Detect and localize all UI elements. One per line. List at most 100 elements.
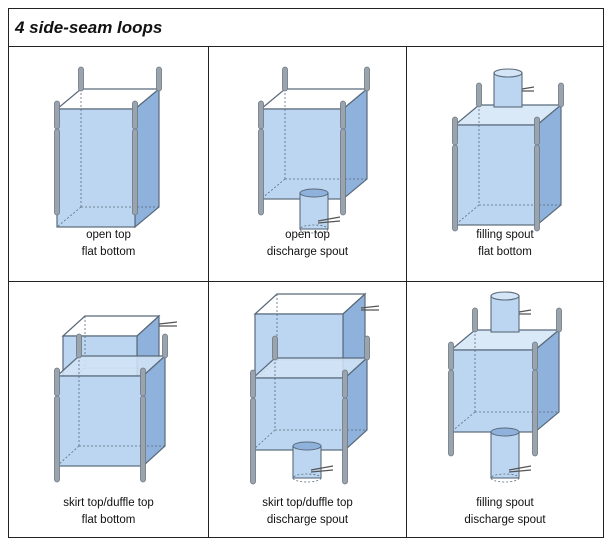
cell-open-top-discharge-spout: open top discharge spout (208, 46, 407, 282)
title-row: 4 side-seam loops (8, 8, 604, 47)
discharge-spout-rim (299, 188, 329, 198)
filling-spout (490, 295, 520, 333)
cell-open-top-flat-bottom: open top flat bottom (8, 46, 209, 282)
lifting-loop-icon (364, 66, 370, 92)
spout-tie-icon (508, 465, 532, 473)
filling-spout-rim (493, 68, 523, 78)
bag-front-face (260, 108, 344, 200)
spout-tie-icon (310, 465, 334, 473)
spout-tie-icon (521, 86, 535, 92)
lifting-loop-icon (340, 100, 346, 130)
bag-side-face (342, 87, 368, 201)
discharge-spout-bottom (292, 473, 322, 483)
bag-skirt-top-flat-bottom-illustration (54, 314, 178, 483)
bag-side-face (536, 103, 562, 227)
lifting-loop-icon (534, 116, 540, 146)
bag-skirt-top-discharge-spout-illustration (250, 292, 380, 485)
lifting-loop-icon (452, 144, 458, 232)
lifting-loop-icon (340, 128, 346, 216)
bag-side-face (142, 354, 166, 468)
lifting-loop-icon (342, 369, 348, 399)
bag-open-top-discharge-spout-illustration (258, 66, 370, 234)
lifting-loop-icon (448, 369, 454, 457)
caption-line-1: skirt top/duffle top (262, 497, 353, 509)
caption: filling spout flat bottom (407, 227, 603, 261)
hidden-edge (56, 206, 82, 228)
caption-line-2: discharge spout (266, 514, 349, 526)
lifting-loop-icon (452, 116, 458, 146)
lifting-loop-icon (76, 333, 82, 359)
lifting-loop-icon (54, 128, 60, 216)
cell-skirt-top-flat-bottom: skirt top/duffle top flat bottom (8, 281, 209, 538)
caption-line-1: open top (86, 229, 131, 241)
spout-tie-icon (317, 216, 341, 224)
lifting-loop-icon (162, 333, 168, 359)
lifting-loop-icon (532, 369, 538, 457)
discharge-spout (292, 445, 322, 479)
lifting-loop-icon (78, 66, 84, 92)
caption-line-1: filling spout (476, 229, 534, 241)
caption-line-1: skirt top/duffle top (63, 497, 154, 509)
caption-line-2: discharge spout (464, 514, 546, 526)
discharge-spout-bottom (490, 473, 520, 483)
caption-line-1: open top (285, 229, 330, 241)
caption: skirt top/duffle top flat bottom (9, 495, 208, 529)
lifting-loop-icon (250, 369, 256, 399)
spout-tie-icon (518, 309, 532, 315)
discharge-spout (299, 192, 329, 230)
lifting-loop-icon (282, 66, 288, 92)
hidden-edge (56, 445, 80, 467)
lifting-loop-icon (250, 397, 256, 485)
skirt-tie-icon (360, 305, 380, 311)
caption-line-2: flat bottom (81, 514, 136, 526)
hidden-edge (450, 411, 476, 433)
lifting-loop-icon (532, 341, 538, 371)
lifting-loop-icon (132, 128, 138, 216)
lifting-loop-icon (556, 307, 562, 333)
lifting-loop-icon (534, 144, 540, 232)
lifting-loop-icon (558, 82, 564, 108)
lifting-loop-icon (132, 100, 138, 130)
caption-line-1: filling spout (476, 497, 534, 509)
lifting-loop-icon (156, 66, 162, 92)
bag-filling-spout-flat-bottom-illustration (452, 68, 564, 232)
discharge-spout-bottom (299, 224, 329, 234)
filling-spout (493, 72, 523, 108)
lifting-loop-icon (272, 335, 278, 361)
cell-filling-spout-discharge-spout: filling spout discharge spout (406, 281, 604, 538)
bag-front-face (450, 349, 536, 433)
lifting-loop-icon (364, 335, 370, 361)
lifting-loop-icon (258, 128, 264, 216)
bag-open-top-flat-bottom-illustration (54, 66, 162, 229)
lifting-loop-icon (54, 367, 60, 397)
bag-front-face (252, 377, 346, 451)
filling-spout-rim (490, 291, 520, 301)
spec-sheet: 4 side-seam loops open top flat bottom o… (8, 8, 606, 538)
hidden-edge (252, 429, 276, 451)
cell-filling-spout-flat-bottom: filling spout flat bottom (406, 46, 604, 282)
bag-filling-spout-discharge-spout-illustration (448, 291, 562, 483)
lifting-loop-icon (54, 395, 60, 483)
lifting-loop-icon (258, 100, 264, 130)
lifting-loop-icon (54, 100, 60, 130)
lifting-loop-icon (472, 307, 478, 333)
lifting-loop-icon (448, 341, 454, 371)
lifting-loop-icon (140, 395, 146, 483)
cell-skirt-top-discharge-spout: skirt top/duffle top discharge spout (208, 281, 407, 538)
skirt-tie-icon (158, 321, 178, 327)
lifting-loop-icon (476, 82, 482, 108)
bag-front-face (454, 124, 538, 226)
hidden-edge (454, 204, 480, 226)
caption-line-2: flat bottom (81, 246, 136, 258)
caption: skirt top/duffle top discharge spout (209, 495, 406, 529)
bag-front-face (56, 108, 136, 228)
caption: open top discharge spout (209, 227, 406, 261)
lifting-loop-icon (140, 367, 146, 397)
discharge-spout (490, 431, 520, 479)
sheet-title: 4 side-seam loops (15, 18, 163, 37)
bag-side-face (134, 87, 160, 229)
caption-line-2: flat bottom (478, 246, 532, 258)
lifting-loop-icon (342, 397, 348, 485)
discharge-spout-rim (292, 441, 322, 451)
discharge-spout-rim (490, 427, 520, 437)
